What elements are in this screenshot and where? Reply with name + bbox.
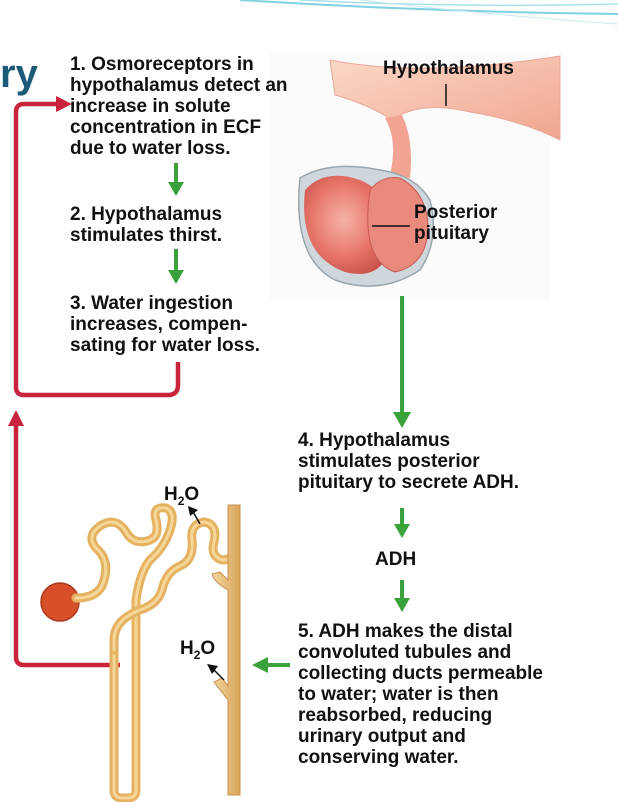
nephron-illustration (40, 503, 241, 802)
collecting-duct (211, 504, 241, 796)
h2o-label-bottom: H2O (180, 638, 216, 662)
step-arrows (168, 163, 411, 673)
feedback-arrowhead-top (56, 96, 72, 112)
header-decoration (239, 0, 618, 25)
step-4-text: 4. Hypothalamus stimulates posterior pit… (298, 430, 520, 493)
step-2-text: 2. Hypothalamus stimulates thirst. (70, 204, 223, 246)
feedback-arrowhead-bottom (8, 410, 24, 426)
hypothalamus-tissue (329, 55, 561, 141)
h2o-label-top: H2O (164, 484, 200, 508)
step-3-text: 3. Water ingestion increases, compen- sa… (70, 293, 261, 356)
step-1-text: 1. Osmoreceptors in hypothalamus detect … (70, 54, 288, 159)
posterior-pituitary-lobe (367, 177, 429, 273)
posterior-pituitary-label: Posterior pituitary (414, 202, 498, 244)
pituitary-illustration (270, 52, 561, 300)
step-5-text: 5. ADH makes the distal convoluted tubul… (298, 621, 543, 768)
feedback-loop-bottom (13, 420, 120, 668)
slide-title-fragment: ry (0, 52, 38, 96)
glomerulus (40, 582, 80, 622)
adh-label: ADH (375, 549, 417, 570)
hypothalamus-label: Hypothalamus (383, 58, 514, 79)
feedback-loop-top (13, 101, 181, 398)
infundibulum (385, 115, 411, 178)
